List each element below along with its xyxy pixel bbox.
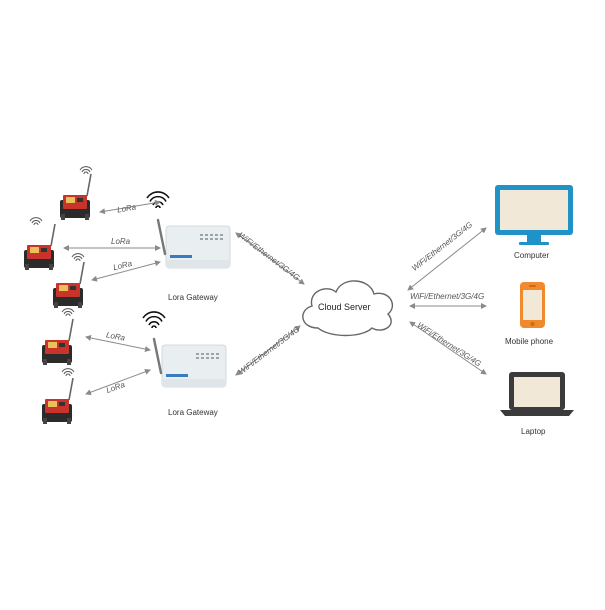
cloud-server-label: Cloud Server [318, 302, 371, 312]
cloud-server [302, 280, 393, 337]
lora-arrows [63, 199, 161, 396]
lora-node-4 [41, 308, 75, 366]
wan-link-label-4: WiFi/Ethernet/3G/4G [410, 292, 485, 301]
laptop-icon [500, 372, 574, 416]
gateway-1 [146, 191, 232, 270]
device-label-mobile-phone: Mobile phone [505, 337, 554, 346]
smartphone-icon [520, 282, 545, 328]
gateway-2 [142, 311, 228, 389]
gateway-label-2: Lora Gateway [168, 408, 218, 417]
monitor-icon [495, 185, 573, 245]
gateway-label-1: Lora Gateway [168, 293, 218, 302]
lora-node-1 [59, 166, 93, 221]
device-label-laptop: Laptop [521, 427, 546, 436]
device-label-computer: Computer [514, 251, 550, 260]
lora-link-label-2: LoRa [111, 237, 131, 246]
lora-node-2 [23, 217, 56, 271]
lora-node-5 [41, 368, 75, 425]
wan-arrows-right [407, 227, 487, 375]
wan-arrows-left [235, 232, 305, 376]
lora-node-3 [52, 253, 85, 309]
